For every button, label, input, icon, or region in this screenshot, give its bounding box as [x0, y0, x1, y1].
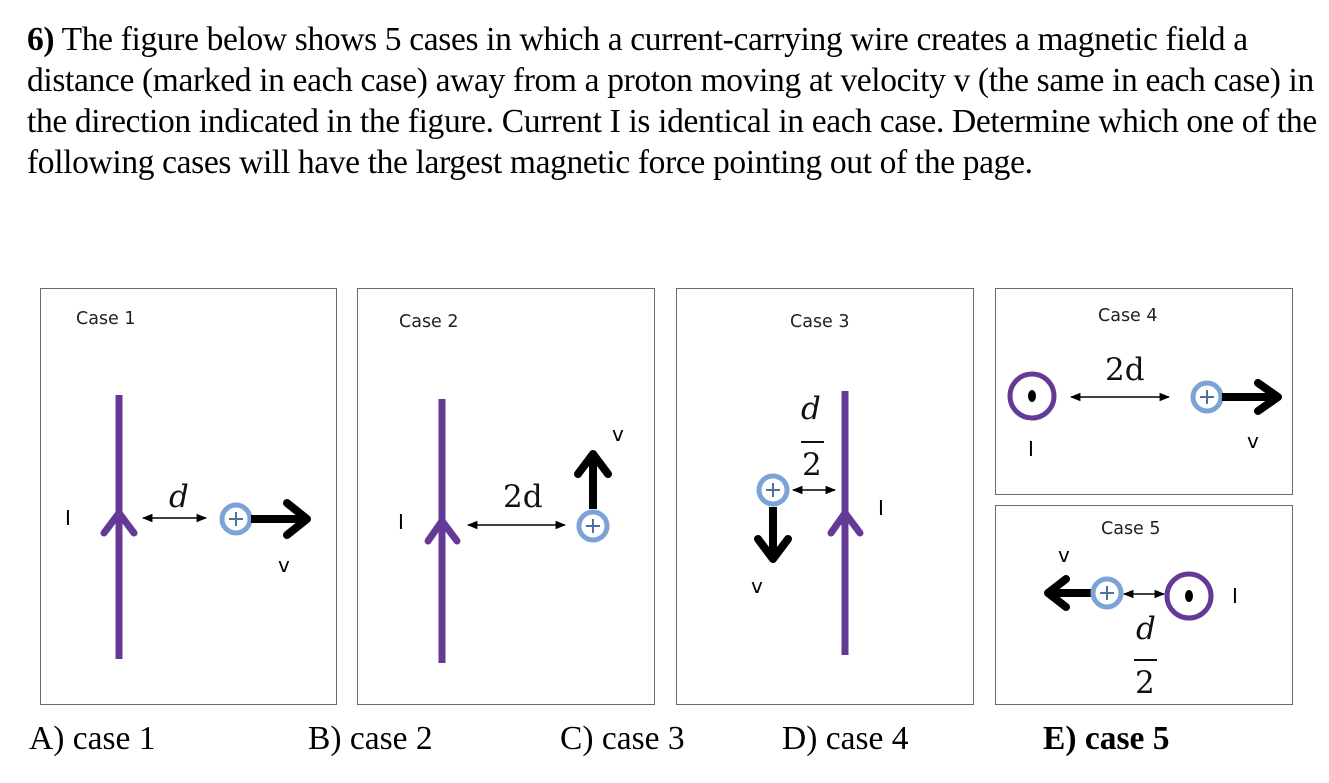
proton-icon — [576, 509, 610, 543]
distance-numerator: d — [1136, 611, 1156, 647]
case-5-label: Case 5 — [1101, 519, 1161, 539]
answer-text: case 2 — [349, 720, 433, 757]
answer-option-a[interactable]: A) case 1 — [29, 720, 156, 758]
current-symbol: I — [398, 510, 404, 534]
case-4-label: Case 4 — [1098, 306, 1158, 326]
velocity-arrow-up-icon — [574, 450, 612, 509]
distance-denominator: 2 — [1135, 665, 1155, 701]
answer-letter: A) — [29, 720, 65, 757]
question-body: The figure below shows 5 cases in which … — [27, 21, 1317, 181]
answer-text: case 3 — [601, 720, 685, 757]
current-wire — [100, 395, 138, 659]
case-5-diagram: Case 5 v I d 2 — [1044, 519, 1238, 701]
proton-icon — [219, 502, 253, 536]
question-text: 6) The figure below shows 5 cases in whi… — [27, 19, 1322, 183]
velocity-symbol: v — [1058, 543, 1070, 567]
current-symbol: I — [65, 506, 71, 530]
answer-text: case 5 — [1084, 720, 1170, 757]
velocity-symbol: v — [1247, 429, 1259, 453]
current-wire — [827, 391, 864, 655]
distance-label: d — [169, 479, 189, 515]
velocity-arrow-down-icon — [754, 507, 792, 563]
proton-icon — [756, 473, 790, 507]
velocity-arrow-left-icon — [1044, 575, 1092, 611]
current-direction-arrow-icon — [100, 509, 138, 537]
velocity-symbol: v — [751, 574, 763, 598]
current-symbol: I — [1028, 437, 1034, 461]
question-number: 6) — [27, 21, 55, 58]
case-3-diagram: Case 3 I d 2 v — [751, 312, 884, 655]
current-symbol: I — [1232, 584, 1238, 608]
distance-denominator: 2 — [802, 447, 822, 483]
answer-letter: E) — [1043, 720, 1077, 757]
case-5-panel: Case 5 v I d 2 — [995, 505, 1293, 705]
wire-out-of-page-icon — [1164, 571, 1214, 621]
distance-label: 2d — [503, 479, 543, 515]
answer-letter: D) — [782, 720, 818, 757]
answer-choices: A) case 1 B) case 2 C) case 3 D) case 4 … — [0, 720, 1329, 764]
case-1-label: Case 1 — [76, 309, 136, 329]
answer-text: case 4 — [825, 720, 909, 757]
distance-numerator: d — [801, 391, 821, 427]
distance-label: 2d — [1105, 352, 1145, 388]
answer-letter: B) — [308, 720, 342, 757]
case-3-label: Case 3 — [790, 312, 850, 332]
case-1-diagram: Case 1 I d v — [65, 309, 311, 659]
case-2-panel: Case 2 I 2d v — [357, 288, 655, 705]
proton-icon — [1090, 576, 1124, 610]
velocity-symbol: v — [278, 553, 290, 577]
answer-option-c[interactable]: C) case 3 — [560, 720, 685, 758]
answer-option-e[interactable]: E) case 5 — [1043, 720, 1170, 758]
case-3-panel: Case 3 I d 2 v — [676, 288, 974, 705]
answer-letter: C) — [560, 720, 594, 757]
case-2-label: Case 2 — [399, 312, 459, 332]
case-4-panel: Case 4 I 2d v — [995, 288, 1293, 495]
answer-option-b[interactable]: B) case 2 — [308, 720, 433, 758]
answer-text: case 1 — [72, 720, 156, 757]
velocity-arrow-right-icon — [251, 499, 311, 539]
proton-icon — [1190, 380, 1224, 414]
current-direction-arrow-icon — [827, 509, 864, 537]
current-direction-arrow-icon — [424, 517, 461, 545]
velocity-arrow-right-icon — [1222, 379, 1282, 415]
case-2-diagram: Case 2 I 2d v — [398, 312, 624, 663]
answer-option-d[interactable]: D) case 4 — [782, 720, 909, 758]
current-symbol: I — [878, 496, 884, 520]
wire-out-of-page-icon — [1007, 371, 1057, 421]
velocity-symbol: v — [612, 422, 624, 446]
case-4-diagram: Case 4 I 2d v — [1007, 306, 1282, 461]
current-wire — [424, 399, 461, 663]
case-1-panel: Case 1 I d v — [40, 288, 337, 705]
